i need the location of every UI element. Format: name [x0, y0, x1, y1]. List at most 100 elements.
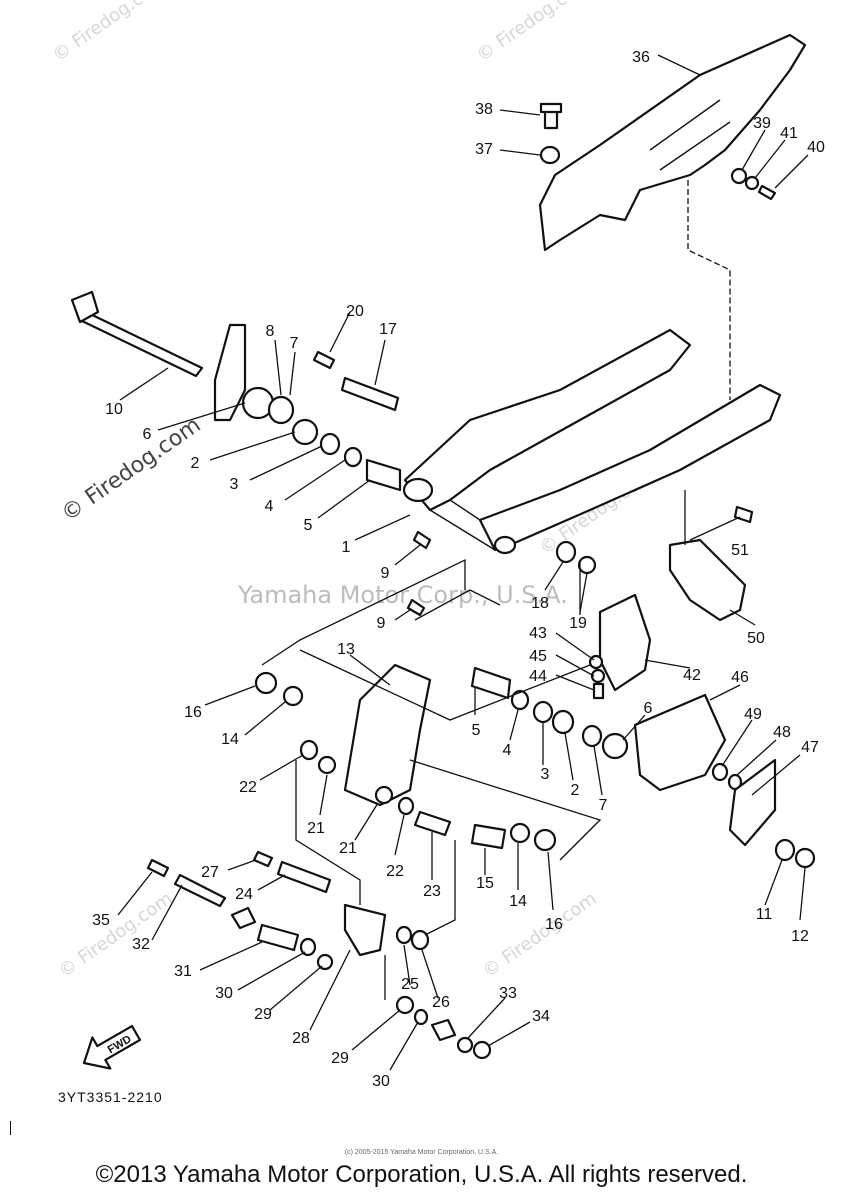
fwd-arrow: FWD: [82, 1024, 142, 1070]
callout-5: 5: [304, 517, 313, 534]
bearing-2b: [551, 709, 575, 735]
callout-1: 1: [342, 539, 351, 556]
seal-22b: [397, 796, 415, 816]
collar-15: [470, 823, 507, 850]
callout-10: 10: [105, 401, 123, 418]
grease-nipple-35: [146, 858, 170, 878]
callout-35: 35: [92, 912, 110, 929]
chain-case: [538, 33, 807, 252]
callout-31: 31: [174, 963, 192, 980]
callout-17: 17: [379, 321, 397, 338]
grease-nipple-27: [252, 850, 274, 868]
callout-labels: 36 38 37 39 41 40 10 6 8 7 2 3 4 5 20 17…: [92, 49, 825, 1090]
washer-45: [590, 668, 606, 684]
callout-22b: 22: [386, 863, 404, 880]
callout-38: 38: [475, 101, 493, 118]
callout-50: 50: [747, 630, 765, 647]
callout-2: 2: [191, 455, 200, 472]
callout-15: 15: [476, 875, 494, 892]
callout-8: 8: [266, 323, 275, 340]
collar-31: [256, 923, 300, 952]
callout-14: 14: [221, 731, 239, 748]
seal-26: [410, 929, 430, 951]
callout-21b: 21: [339, 840, 357, 857]
callout-13: 13: [337, 641, 355, 658]
callout-30b: 30: [372, 1073, 390, 1090]
collar-25: [395, 925, 413, 945]
collar-3: [319, 432, 341, 456]
collar-21: [317, 755, 337, 775]
callout-6: 6: [143, 426, 152, 443]
callout-25: 25: [401, 976, 419, 993]
callout-9b: 9: [377, 615, 386, 632]
callout-48: 48: [773, 724, 791, 741]
washer-11: [774, 838, 796, 862]
callout-5b: 5: [472, 722, 481, 739]
callout-4: 4: [265, 498, 274, 515]
collar-14b: [509, 822, 531, 844]
small-copyright: (c) 2005-2015 Yamaha Motor Corporation, …: [344, 1149, 499, 1156]
callout-26: 26: [432, 994, 450, 1011]
callout-43: 43: [529, 625, 547, 642]
assembly-lines: [261, 180, 731, 1000]
callout-42: 42: [683, 667, 701, 684]
callout-29b: 29: [331, 1050, 349, 1067]
collar-5: [365, 458, 402, 492]
callout-33: 33: [499, 985, 517, 1002]
cover-plate: [728, 758, 777, 847]
callout-16b: 16: [545, 916, 563, 933]
collar-39: [730, 167, 748, 185]
callout-19: 19: [569, 615, 587, 632]
oil-seal-7: [581, 724, 603, 748]
leader-lines: [117, 54, 809, 1071]
callout-3b: 3: [541, 766, 550, 783]
watermark-yamaha: Yamaha Motor Corp., U.S.A.: [237, 581, 568, 609]
callout-9: 9: [381, 565, 390, 582]
washer-plate: [230, 906, 257, 930]
collar-21b: [374, 785, 394, 805]
washer-49: [711, 762, 729, 782]
callout-32: 32: [132, 936, 150, 953]
bolt-51: [733, 505, 754, 524]
callout-44: 44: [529, 668, 547, 685]
callout-23: 23: [423, 883, 441, 900]
bolt-38: [539, 102, 563, 130]
bracket-plate: [213, 323, 247, 422]
callout-45: 45: [529, 648, 547, 665]
callout-28: 28: [292, 1030, 310, 1047]
callout-14b: 14: [509, 893, 527, 910]
callout-4b: 4: [503, 742, 512, 759]
seal-16: [254, 671, 278, 695]
callout-7: 7: [290, 335, 299, 352]
callout-11: 11: [756, 906, 773, 923]
watermark-firedog: © Firedog.com: [473, 0, 595, 66]
callout-6b: 6: [644, 700, 653, 717]
collar-37: [539, 145, 561, 165]
connecting-rod-28: [343, 903, 387, 957]
chain-guard-42: [598, 593, 652, 692]
callout-39: 39: [753, 115, 771, 132]
callout-49: 49: [744, 706, 762, 723]
bracket-46: [633, 693, 727, 792]
bolt-44: [592, 682, 605, 700]
collar-29: [316, 953, 334, 971]
washer-plate-b: [430, 1018, 457, 1042]
watermark-firedog-main: © Firedog.com: [57, 413, 205, 527]
callout-36: 36: [632, 49, 650, 66]
chain-guide-50: [668, 538, 747, 622]
callout-46: 46: [731, 669, 749, 686]
callout-51: 51: [731, 542, 749, 559]
washer-41: [744, 175, 760, 191]
callout-47: 47: [801, 739, 819, 756]
callout-3: 3: [230, 476, 239, 493]
callout-41: 41: [780, 125, 798, 142]
callout-21: 21: [307, 820, 325, 837]
nut-12: [794, 847, 816, 869]
callout-20: 20: [346, 303, 364, 320]
collar-14: [282, 685, 304, 707]
watermark-firedog: © Firedog.com: [479, 888, 601, 982]
swingarm-1: [402, 328, 782, 555]
bushing-4b: [510, 689, 530, 711]
collar-23: [413, 810, 452, 837]
bearing-2: [291, 418, 319, 446]
